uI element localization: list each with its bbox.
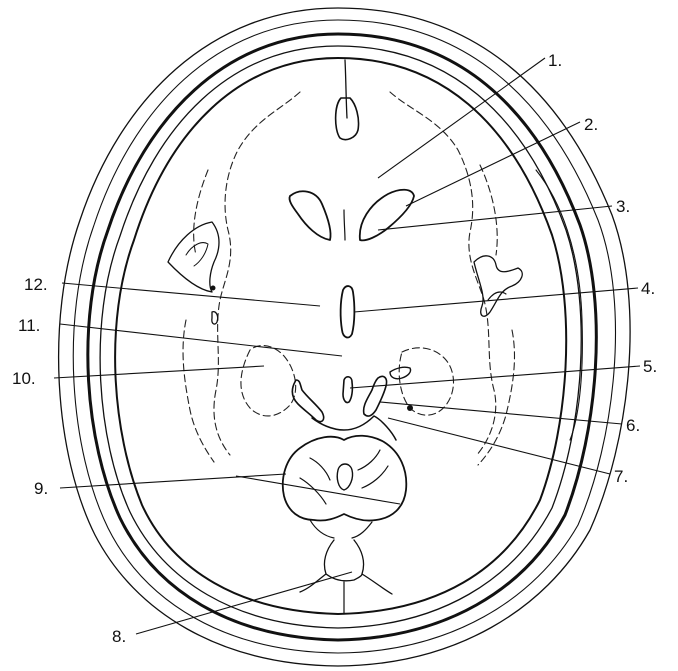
- brain-surface: [115, 58, 566, 614]
- insular-cortex-right: [399, 348, 453, 415]
- vessel-left-small: [212, 312, 218, 324]
- leader-line-2: [406, 122, 580, 206]
- leader-line-9a: [60, 474, 286, 488]
- leader-line-10: [54, 366, 264, 378]
- cerebellum-fold-1: [310, 458, 330, 480]
- leader-line-7: [388, 418, 610, 474]
- posterior-cerebral-artery-right: [364, 376, 387, 416]
- label-11: 11.: [18, 316, 40, 335]
- third-ventricle: [341, 286, 355, 337]
- vessel-dot-left: [211, 286, 216, 291]
- interhemispheric-fissure: [345, 60, 347, 118]
- gray-white-boundary-right-lateral: [478, 165, 514, 465]
- cerebellum-fold-4: [362, 466, 388, 488]
- lateral-ventricle-frontal-horn-right: [360, 190, 414, 241]
- sylvian-vessel-right: [488, 292, 506, 300]
- sylvian-fissure-right: [474, 256, 522, 316]
- gray-white-boundary-left-lateral: [183, 170, 214, 462]
- cerebellum-fold-3: [358, 450, 380, 470]
- label-1: 1.: [548, 51, 562, 70]
- gray-white-boundary-left: [214, 92, 300, 455]
- label-2: 2.: [584, 115, 598, 134]
- leader-line-6: [380, 402, 622, 424]
- label-12: 12.: [24, 275, 48, 294]
- temporal-bone-left-inner: [186, 243, 208, 266]
- septum-pellucidum: [344, 210, 345, 240]
- skull-outer-table: [88, 34, 596, 640]
- cerebral-aqueduct: [343, 377, 352, 403]
- vessel-dot-right: [407, 405, 413, 411]
- vessel-right-small: [390, 367, 411, 379]
- insular-cortex-left: [241, 345, 296, 415]
- tentorium-cerebelli: [300, 540, 392, 594]
- lateral-ventricle-frontal-horn-left: [289, 191, 330, 240]
- leader-line-11: [60, 324, 342, 356]
- label-7: 7.: [614, 467, 628, 486]
- posterior-cerebral-artery-left: [292, 380, 323, 422]
- label-3: 3.: [616, 197, 630, 216]
- label-9: 9.: [34, 479, 48, 498]
- fourth-ventricle: [337, 464, 352, 490]
- temporal-bone-left: [168, 222, 219, 292]
- cerebellum-lower-fold: [310, 520, 372, 538]
- label-4: 4.: [641, 279, 655, 298]
- label-6: 6.: [626, 416, 640, 435]
- label-5: 5.: [643, 357, 657, 376]
- leader-line-12: [62, 283, 320, 306]
- label-10: 10.: [12, 369, 36, 388]
- label-8: 8.: [112, 627, 126, 646]
